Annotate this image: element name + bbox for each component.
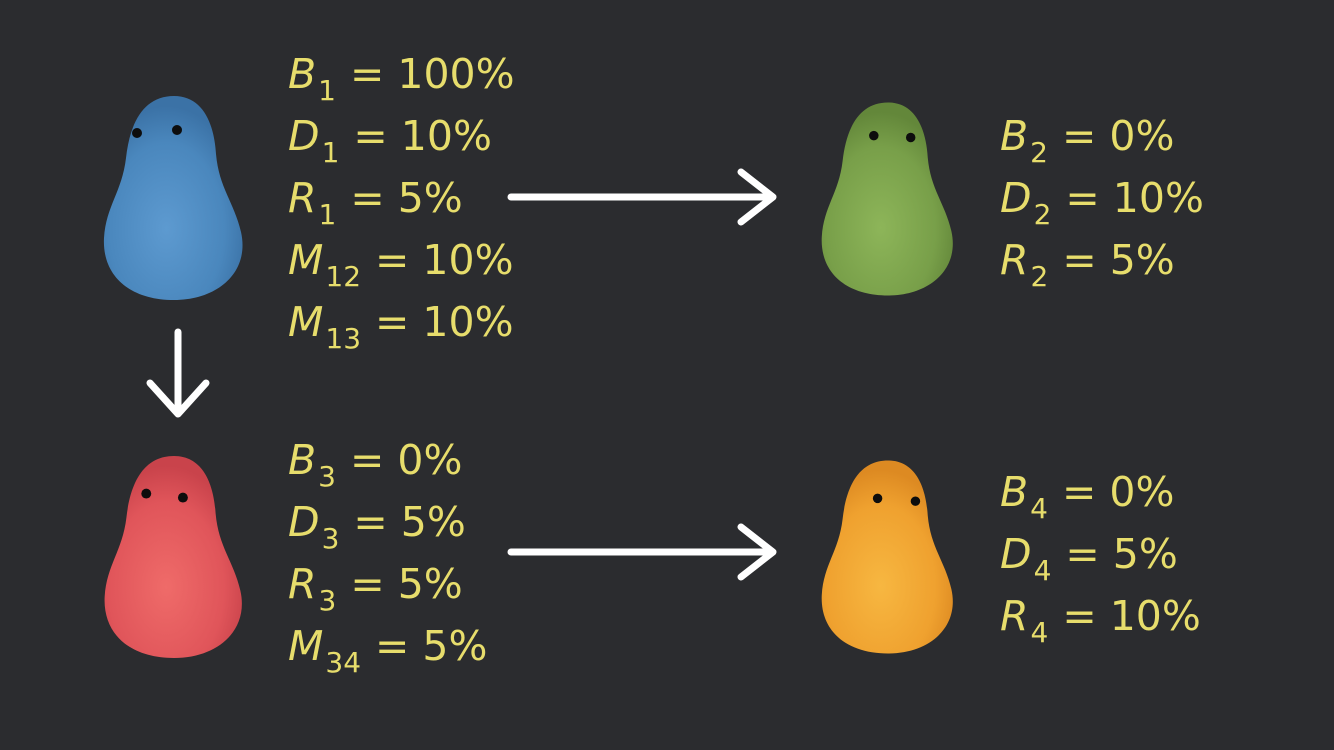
population-3-parameters: B3= 0% D3= 5% R3= 5% M34= 5% bbox=[288, 440, 548, 680]
eye-right bbox=[910, 496, 921, 506]
equation-d4: D4= 5% bbox=[1000, 530, 1178, 587]
population-4-parameters: B4= 0% D4= 5% R4= 10% bbox=[1000, 472, 1240, 652]
equation-d3: D3= 5% bbox=[288, 498, 466, 555]
eye-left bbox=[141, 488, 152, 499]
population-3-blob bbox=[104, 455, 242, 659]
eye-left bbox=[132, 128, 142, 138]
eye-left bbox=[869, 130, 879, 141]
equation-b2: B2= 0% bbox=[1000, 112, 1175, 169]
equation-r4: R4= 10% bbox=[1000, 592, 1201, 649]
equation-r2: R2= 5% bbox=[1000, 236, 1175, 293]
population-4-blob bbox=[821, 460, 953, 654]
arrow-1-to-2 bbox=[507, 168, 777, 226]
equation-d1: D1= 10% bbox=[288, 112, 492, 169]
equation-b4: B4= 0% bbox=[1000, 468, 1175, 525]
equation-m34: M34= 5% bbox=[288, 622, 488, 679]
equation-m12: M12= 10% bbox=[288, 236, 514, 293]
equation-m13: M13= 10% bbox=[288, 298, 514, 355]
eye-left bbox=[872, 493, 883, 504]
eye-right bbox=[172, 125, 182, 135]
equation-r1: R1= 5% bbox=[288, 174, 463, 231]
population-2-parameters: B2= 0% D2= 10% R2= 5% bbox=[1000, 116, 1240, 296]
population-2-blob bbox=[821, 102, 953, 296]
eye-right bbox=[905, 132, 916, 143]
arrow-3-to-4 bbox=[507, 523, 777, 581]
equation-b3: B3= 0% bbox=[288, 436, 463, 493]
population-1-parameters: B1= 100% D1= 10% R1= 5% M12= 10% M13= 10… bbox=[288, 54, 548, 354]
equation-d2: D2= 10% bbox=[1000, 174, 1204, 231]
population-1-blob bbox=[103, 96, 243, 300]
equation-r3: R3= 5% bbox=[288, 560, 463, 617]
eye-right bbox=[177, 492, 188, 503]
arrow-1-to-3 bbox=[146, 328, 210, 418]
equation-b1: B1= 100% bbox=[288, 50, 515, 107]
